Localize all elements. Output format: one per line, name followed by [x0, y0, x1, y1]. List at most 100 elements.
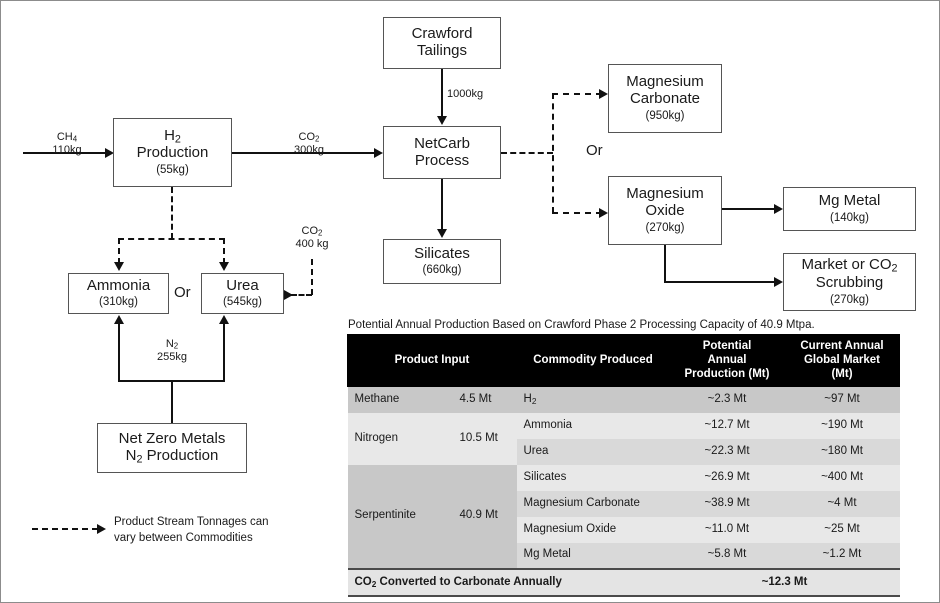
cell-market: ~180 Mt [784, 438, 900, 465]
cell-commodity: Silicates [516, 464, 670, 491]
box-market-co2-scrubbing-qty: (270kg) [830, 293, 869, 306]
box-mg-metal[interactable]: Mg Metal (140kg) [783, 187, 916, 231]
production-table-wrap: Potential Annual Production Based on Cra… [347, 319, 900, 597]
edge-co2-urea-hline [291, 294, 312, 296]
header-cagm-line1: Current Annual [800, 340, 884, 352]
edge-label-n2-feed-species: N2 [165, 338, 179, 351]
footer-value: ~12.3 Mt [669, 567, 900, 597]
box-mg-metal-qty: (140kg) [830, 211, 869, 224]
box-magnesium-oxide[interactable]: Magnesium Oxide (270kg) [608, 176, 722, 245]
legend-text: Product Stream Tonnages can vary between… [114, 515, 334, 546]
header-commodity-produced[interactable]: Commodity Produced [516, 333, 670, 388]
header-current-annual-global-market[interactable]: Current Annual Global Market (Mt) [784, 333, 900, 388]
cell-market: ~190 Mt [784, 412, 900, 439]
edge-h2-to-ammonia [118, 238, 120, 264]
edge-h2-urea-arrowhead [219, 262, 229, 271]
edge-mgo-mgmetal-line [722, 208, 777, 210]
edge-label-co2-netcarb-mass: 300kg [294, 143, 324, 156]
edge-n2-urea-arrowhead [219, 315, 229, 324]
edge-co2-urea-vline [311, 259, 313, 295]
edge-ch4-line [23, 152, 107, 154]
edge-tailings-arrowhead [437, 116, 447, 125]
box-market-co2-scrubbing[interactable]: Market or CO2 Scrubbing (270kg) [783, 253, 916, 311]
box-market-co2-scrubbing-line1: Market or CO2 [801, 256, 898, 275]
edge-mgo-market-arrowhead [774, 277, 783, 287]
edge-ch4-arrowhead [105, 148, 114, 158]
box-h2-production-line2: Production [136, 144, 209, 162]
box-net-zero-metals[interactable]: Net Zero Metals N2 Production [97, 423, 247, 473]
cell-market: ~4 Mt [784, 490, 900, 517]
cell-input: Nitrogen [347, 412, 453, 465]
box-crawford-tailings[interactable]: Crawford Tailings [383, 17, 501, 69]
box-ammonia[interactable]: Ammonia (310kg) [68, 273, 169, 314]
edge-label-co2-urea: CO2 400 kg [284, 225, 340, 250]
edge-h2-to-urea [223, 238, 225, 264]
cell-commodity: Mg Metal [516, 542, 670, 569]
legend-dashed-line [32, 528, 98, 530]
edge-netcarb-branch-bus [552, 93, 554, 213]
edge-mgo-mgmetal-arrowhead [774, 204, 783, 214]
edge-silicates-arrowhead [437, 229, 447, 238]
edge-label-n2-feed-mass: 255kg [157, 350, 187, 363]
edge-label-co2-netcarb: CO2 300kg [279, 131, 339, 156]
box-magnesium-oxide-line2: Oxide [645, 202, 685, 220]
box-market-co2-scrubbing-line2: Scrubbing [815, 273, 884, 291]
cell-input: Methane [347, 386, 453, 413]
box-crawford-tailings-line2: Tailings [416, 42, 468, 59]
edge-n2-to-urea [223, 323, 225, 381]
edge-label-co2-urea-mass: 400 kg [295, 237, 329, 250]
box-silicates-line1: Silicates [414, 244, 470, 262]
edge-netcarb-out [501, 152, 553, 154]
box-urea-qty: (545kg) [223, 296, 262, 309]
cell-commodity: Urea [516, 438, 670, 465]
edge-mgo-market-hline [664, 281, 777, 283]
box-magnesium-oxide-qty: (270kg) [645, 221, 685, 234]
edge-n2-to-ammonia [118, 323, 120, 381]
box-netcarb-process-line2: Process [414, 151, 470, 169]
header-pap-line2: Annual [707, 353, 747, 366]
cell-production: ~12.7 Mt [669, 412, 785, 439]
box-magnesium-carbonate[interactable]: Magnesium Carbonate (950kg) [608, 64, 722, 133]
table-row: Serpentinite 40.9 Mt Silicates ~26.9 Mt … [347, 464, 900, 569]
box-silicates[interactable]: Silicates (660kg) [383, 239, 501, 284]
cell-market: ~97 Mt [784, 386, 900, 413]
cell-commodity: Ammonia [516, 412, 670, 439]
table-row: Urea ~22.3 Mt ~180 Mt [348, 438, 900, 465]
edge-label-ch4-species: CH4 [56, 131, 78, 144]
header-pap-line3: Production (Mt) [684, 367, 770, 380]
box-urea[interactable]: Urea (545kg) [201, 273, 284, 314]
cell-production: ~22.3 Mt [669, 438, 785, 465]
cell-market: ~400 Mt [784, 464, 900, 491]
box-h2-production[interactable]: H2 Production (55kg) [113, 118, 232, 187]
header-potential-annual-production[interactable]: Potential Annual Production (Mt) [669, 333, 785, 388]
edge-label-co2-netcarb-species: CO2 [298, 131, 320, 144]
cell-production: ~5.8 Mt [669, 542, 785, 569]
cell-production: ~38.9 Mt [669, 490, 785, 517]
header-product-input[interactable]: Product Input [347, 333, 517, 388]
box-magnesium-carbonate-qty: (950kg) [645, 109, 685, 122]
cell-market: ~25 Mt [784, 516, 900, 543]
edge-co2-urea-arrowhead [284, 290, 293, 300]
edge-co2-netcarb-line [232, 152, 376, 154]
or-label-carbonate-oxide: Or [586, 142, 603, 159]
box-net-zero-metals-line1: Net Zero Metals [118, 429, 226, 447]
box-h2-production-qty: (55kg) [156, 164, 189, 177]
box-netcarb-process-line1: NetCarb [414, 134, 470, 152]
box-netcarb-process[interactable]: NetCarb Process [383, 126, 501, 179]
header-cagm-line3: (Mt) [831, 367, 853, 380]
legend-text-line2: vary between Commodities [114, 531, 253, 544]
edge-mgoxide-arrowhead [599, 208, 608, 218]
edge-h2-split-stem [171, 187, 173, 239]
header-cagm-line2: Global Market [803, 353, 881, 366]
table-footer-row: CO2 Converted to Carbonate Annually ~12.… [347, 567, 900, 597]
table-row: Magnesium Carbonate ~38.9 Mt ~4 Mt [348, 490, 900, 517]
cell-commodity: H2 [516, 386, 670, 413]
edge-h2-ammonia-arrowhead [114, 262, 124, 271]
header-pap-line1: Potential [702, 340, 752, 352]
edge-label-ch4: CH4 110kg [37, 131, 97, 156]
edge-h2-split-bus [118, 238, 225, 240]
cell-commodity: Magnesium Carbonate [516, 490, 670, 517]
legend-text-line1: Product Stream Tonnages can [114, 516, 269, 528]
table-row: Magnesium Oxide ~11.0 Mt ~25 Mt [348, 516, 900, 543]
